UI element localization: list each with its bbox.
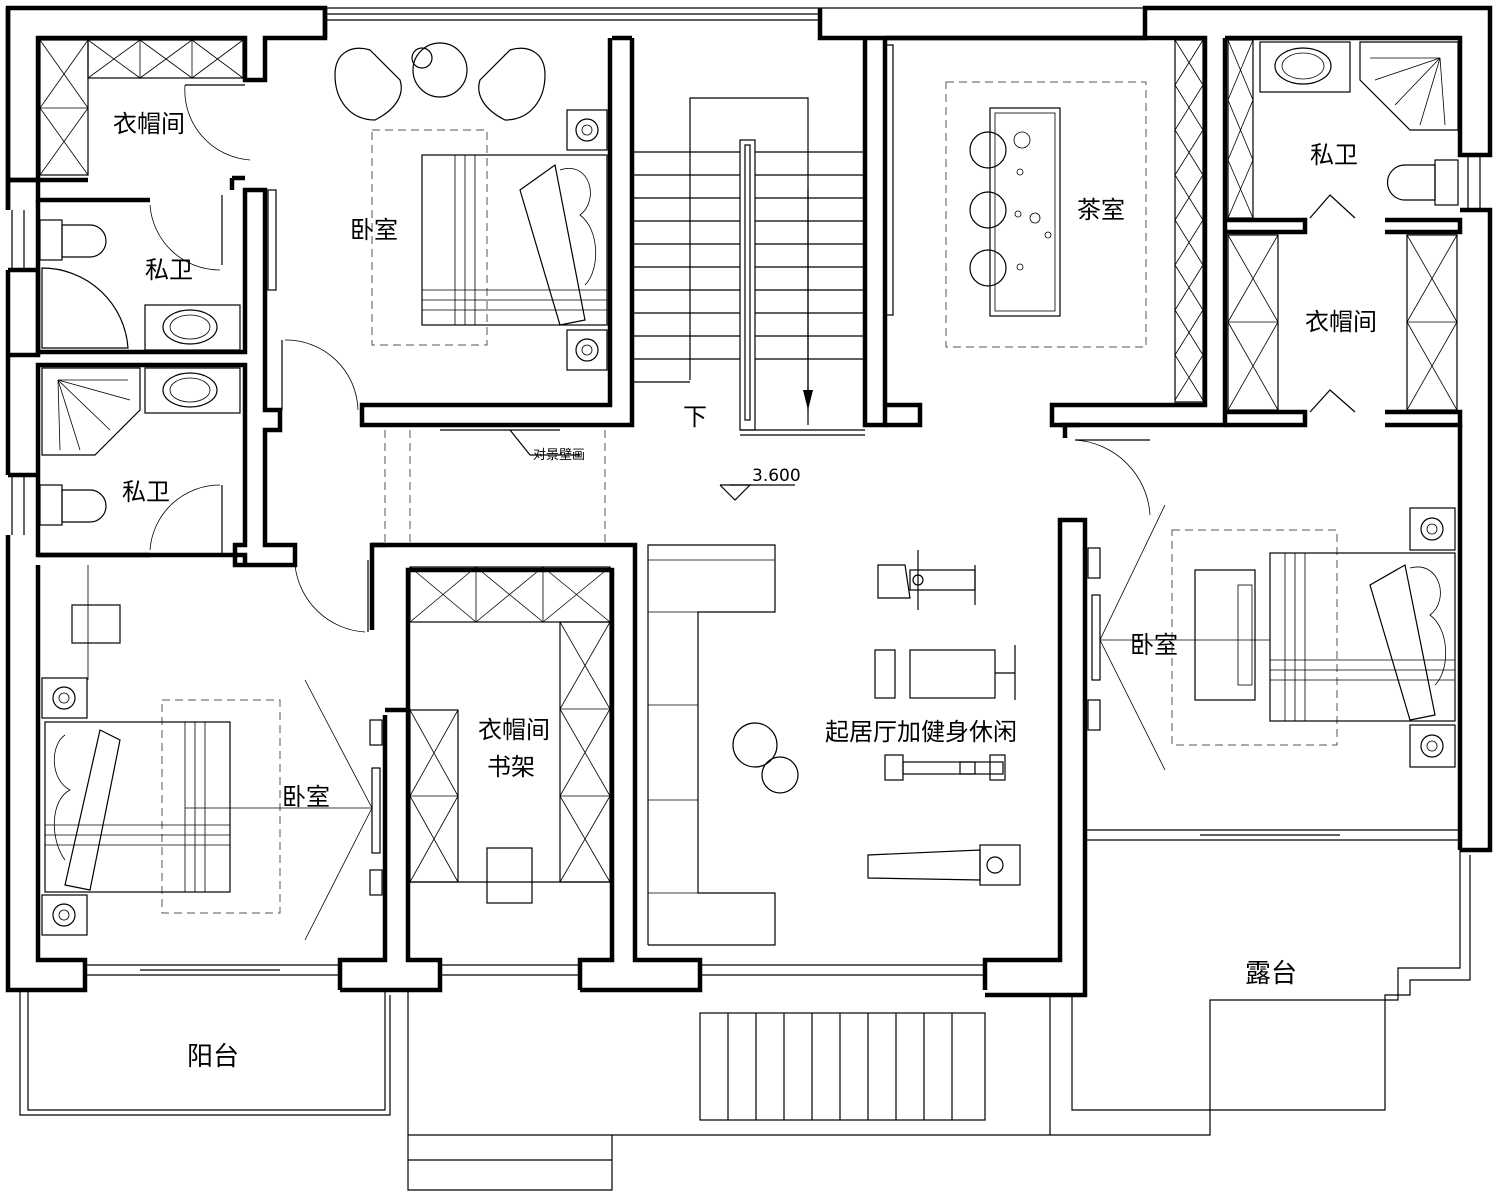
closet-right-label: 衣帽间	[1305, 308, 1377, 336]
bath-top-right-fixtures	[1227, 39, 1459, 219]
bedroom-top-furniture	[267, 42, 608, 431]
bedroom-right-furniture	[1074, 439, 1456, 771]
bath-top-right-label: 私卫	[1310, 141, 1358, 169]
bedroom-right-label: 卧室	[1130, 631, 1178, 659]
bedroom-left-label: 卧室	[282, 783, 330, 811]
terrace-label: 露台	[1245, 959, 1297, 989]
closet-right-cabinets	[1227, 234, 1458, 413]
living-gym-furniture	[647, 544, 1021, 946]
stair-down-label: 下	[683, 403, 707, 431]
door-swing-closet-top-left	[184, 84, 251, 161]
elevation-label: 3.600	[752, 466, 801, 486]
bedroom-top-label: 卧室	[350, 216, 398, 244]
front-steps	[727, 1013, 953, 1120]
living-gym-label: 起居厅加健身休闲	[825, 718, 1017, 746]
closet-top-left-label: 衣帽间	[113, 110, 185, 138]
closet-study-cabinets	[409, 566, 611, 904]
interior-walls	[8, 35, 1463, 850]
balcony-label: 阳台	[187, 1042, 239, 1072]
tea-room-furniture	[884, 39, 1204, 403]
staircase	[384, 97, 865, 545]
bath-upper-left-label: 私卫	[145, 256, 193, 284]
outdoor-outlines	[19, 850, 1471, 1191]
bedroom-left-furniture	[41, 560, 383, 941]
closet-study-label: 衣帽间	[478, 716, 550, 744]
bookshelf-label: 书架	[487, 753, 535, 781]
closet-top-left-cabinets	[39, 39, 244, 176]
annotation-marks	[509, 429, 795, 501]
tea-room-label: 茶室	[1077, 196, 1125, 224]
bath-lower-left-label: 私卫	[122, 478, 170, 506]
mural-label: 对景壁画	[533, 448, 585, 463]
bath-upper-left-fixtures	[39, 195, 241, 351]
sliding-doors	[140, 829, 1460, 971]
bath-lower-left-fixtures	[39, 367, 241, 555]
